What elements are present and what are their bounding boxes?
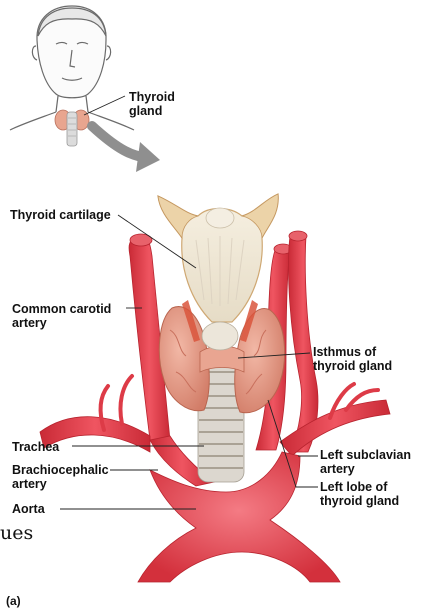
isthmus-label: Isthmus of thyroid gland	[313, 345, 392, 373]
small-thyroid-sketch	[55, 110, 89, 146]
thyroid-gland-label-line2: gland	[129, 104, 175, 118]
left-subclavian-label-line1: Left subclavian	[320, 448, 411, 462]
panel-letter: (a)	[6, 594, 21, 608]
common-carotid-label-line2: artery	[12, 316, 111, 330]
aorta-label: Aorta	[12, 502, 45, 516]
brachiocephalic-label-line1: Brachiocephalic	[12, 463, 109, 477]
stray-text-fragment: ues	[0, 522, 33, 544]
left-lobe-label-line2: thyroid gland	[320, 494, 399, 508]
zoom-arrow	[92, 126, 160, 172]
head-sketch	[10, 6, 134, 130]
isthmus-label-line1: Isthmus of	[313, 345, 392, 359]
left-lobe-label: Left lobe of thyroid gland	[320, 480, 399, 508]
thyroid-gland-label-line1: Thyroid	[129, 90, 175, 104]
thyroid-gland-pointer	[84, 96, 125, 115]
common-carotid-label-line1: Common carotid	[12, 302, 111, 316]
brachiocephalic-label: Brachiocephalic artery	[12, 463, 109, 491]
trachea-label: Trachea	[12, 440, 59, 454]
thyroid-gland-label: Thyroid gland	[129, 90, 175, 118]
thyroid-cartilage-label: Thyroid cartilage	[10, 208, 111, 222]
left-subclavian-label-line2: artery	[320, 462, 411, 476]
brachiocephalic-label-line2: artery	[12, 477, 109, 491]
left-lobe-label-line1: Left lobe of	[320, 480, 399, 494]
common-carotid-label: Common carotid artery	[12, 302, 111, 330]
isthmus-label-line2: thyroid gland	[313, 359, 392, 373]
left-subclavian-artery-upper	[288, 236, 317, 452]
left-subclavian-label: Left subclavian artery	[320, 448, 411, 476]
